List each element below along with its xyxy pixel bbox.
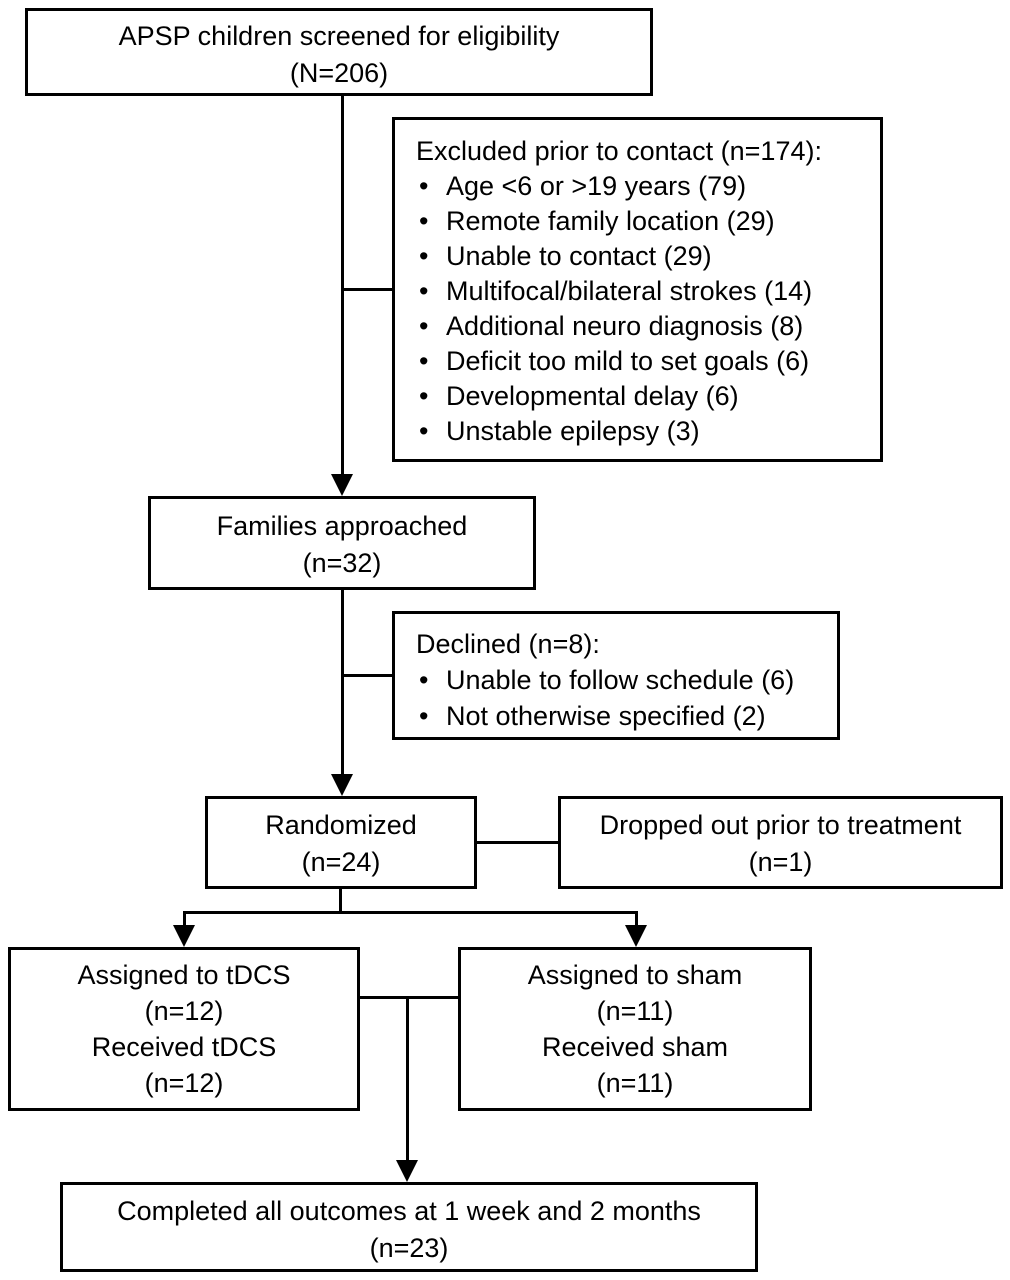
connector-merge-to-completed (406, 996, 409, 1160)
dropped-count: (n=1) (748, 847, 813, 877)
excluded-item-text: Age <6 or >19 years (79) (446, 171, 747, 201)
dropped-title: Dropped out prior to treatment (599, 810, 962, 840)
sham-assigned: Assigned to sham (527, 960, 743, 990)
screened-box: APSP children screened for eligibility (… (25, 8, 653, 96)
tdcs-arm-box: Assigned to tDCS (n=12) Received tDCS (n… (8, 947, 360, 1111)
arrowhead-into-sham (625, 925, 647, 947)
excluded-item-text: Multifocal/bilateral strokes (14) (446, 276, 813, 306)
excluded-item: • Unable to contact (29) (416, 239, 872, 274)
bullet-icon: • (419, 346, 429, 376)
excluded-item-text: Developmental delay (6) (446, 381, 739, 411)
excluded-item: • Age <6 or >19 years (79) (416, 169, 872, 204)
randomized-count: (n=24) (301, 847, 381, 877)
connector-screened-to-families (341, 95, 344, 476)
tdcs-assigned: Assigned to tDCS (77, 960, 291, 990)
bullet-icon: • (419, 241, 429, 271)
screened-title: APSP children screened for eligibility (118, 21, 560, 51)
excluded-box: Excluded prior to contact (n=174): • Age… (392, 117, 883, 462)
excluded-item-text: Additional neuro diagnosis (8) (446, 311, 804, 341)
connector-branch-to-declined (344, 674, 392, 677)
connector-randomized-to-dropped (477, 841, 558, 844)
randomized-box: Randomized (n=24) (205, 796, 477, 889)
bullet-icon: • (419, 381, 429, 411)
connector-arms-merge-bar (360, 996, 458, 999)
sham-assigned-count: (n=11) (596, 996, 674, 1026)
bullet-icon: • (419, 665, 429, 695)
bullet-icon: • (419, 206, 429, 236)
connector-families-to-randomized (341, 590, 344, 775)
bullet-icon: • (419, 701, 429, 731)
families-approached-box: Families approached (n=32) (148, 496, 536, 590)
connector-branch-to-excluded (344, 288, 392, 291)
sham-arm-box: Assigned to sham (n=11) Received sham (n… (458, 947, 812, 1111)
arrowhead-into-families (331, 474, 353, 496)
excluded-item: • Deficit too mild to set goals (6) (416, 344, 872, 379)
sham-received-count: (n=11) (596, 1068, 674, 1098)
excluded-item: • Unstable epilepsy (3) (416, 414, 872, 449)
connector-split-bar (183, 911, 638, 914)
screened-count: (N=206) (289, 58, 389, 88)
bullet-icon: • (419, 311, 429, 341)
connector-randomized-stem (339, 889, 342, 914)
dropped-out-box: Dropped out prior to treatment (n=1) (558, 796, 1003, 889)
excluded-item: • Additional neuro diagnosis (8) (416, 309, 872, 344)
declined-item-text: Not otherwise specified (2) (446, 701, 766, 731)
families-count: (n=32) (302, 548, 382, 578)
excluded-item-text: Unable to contact (29) (446, 241, 712, 271)
bullet-icon: • (419, 416, 429, 446)
connector-drop-to-sham (635, 911, 638, 927)
declined-title: Declined (n=8): (416, 629, 600, 659)
completed-outcomes-box: Completed all outcomes at 1 week and 2 m… (60, 1182, 758, 1272)
declined-box: Declined (n=8): • Unable to follow sched… (392, 611, 840, 740)
tdcs-received-count: (n=12) (144, 1068, 224, 1098)
declined-item-text: Unable to follow schedule (6) (446, 665, 795, 695)
completed-title: Completed all outcomes at 1 week and 2 m… (117, 1196, 701, 1226)
tdcs-received: Received tDCS (91, 1032, 277, 1062)
excluded-item-text: Remote family location (29) (446, 206, 775, 236)
bullet-icon: • (419, 171, 429, 201)
declined-item: • Unable to follow schedule (6) (416, 662, 829, 698)
families-title: Families approached (216, 511, 468, 541)
arrowhead-into-completed (396, 1160, 418, 1182)
arrowhead-into-randomized (331, 774, 353, 796)
bullet-icon: • (419, 276, 429, 306)
excluded-item: • Developmental delay (6) (416, 379, 872, 414)
randomized-title: Randomized (265, 810, 417, 840)
tdcs-assigned-count: (n=12) (144, 996, 224, 1026)
completed-count: (n=23) (369, 1233, 449, 1263)
excluded-item-text: Deficit too mild to set goals (6) (446, 346, 810, 376)
connector-drop-to-tdcs (183, 911, 186, 927)
excluded-item-text: Unstable epilepsy (3) (446, 416, 700, 446)
sham-received: Received sham (541, 1032, 729, 1062)
excluded-title: Excluded prior to contact (n=174): (416, 136, 822, 166)
excluded-item: • Remote family location (29) (416, 204, 872, 239)
arrowhead-into-tdcs (173, 925, 195, 947)
declined-item: • Not otherwise specified (2) (416, 698, 829, 734)
excluded-item: • Multifocal/bilateral strokes (14) (416, 274, 872, 309)
